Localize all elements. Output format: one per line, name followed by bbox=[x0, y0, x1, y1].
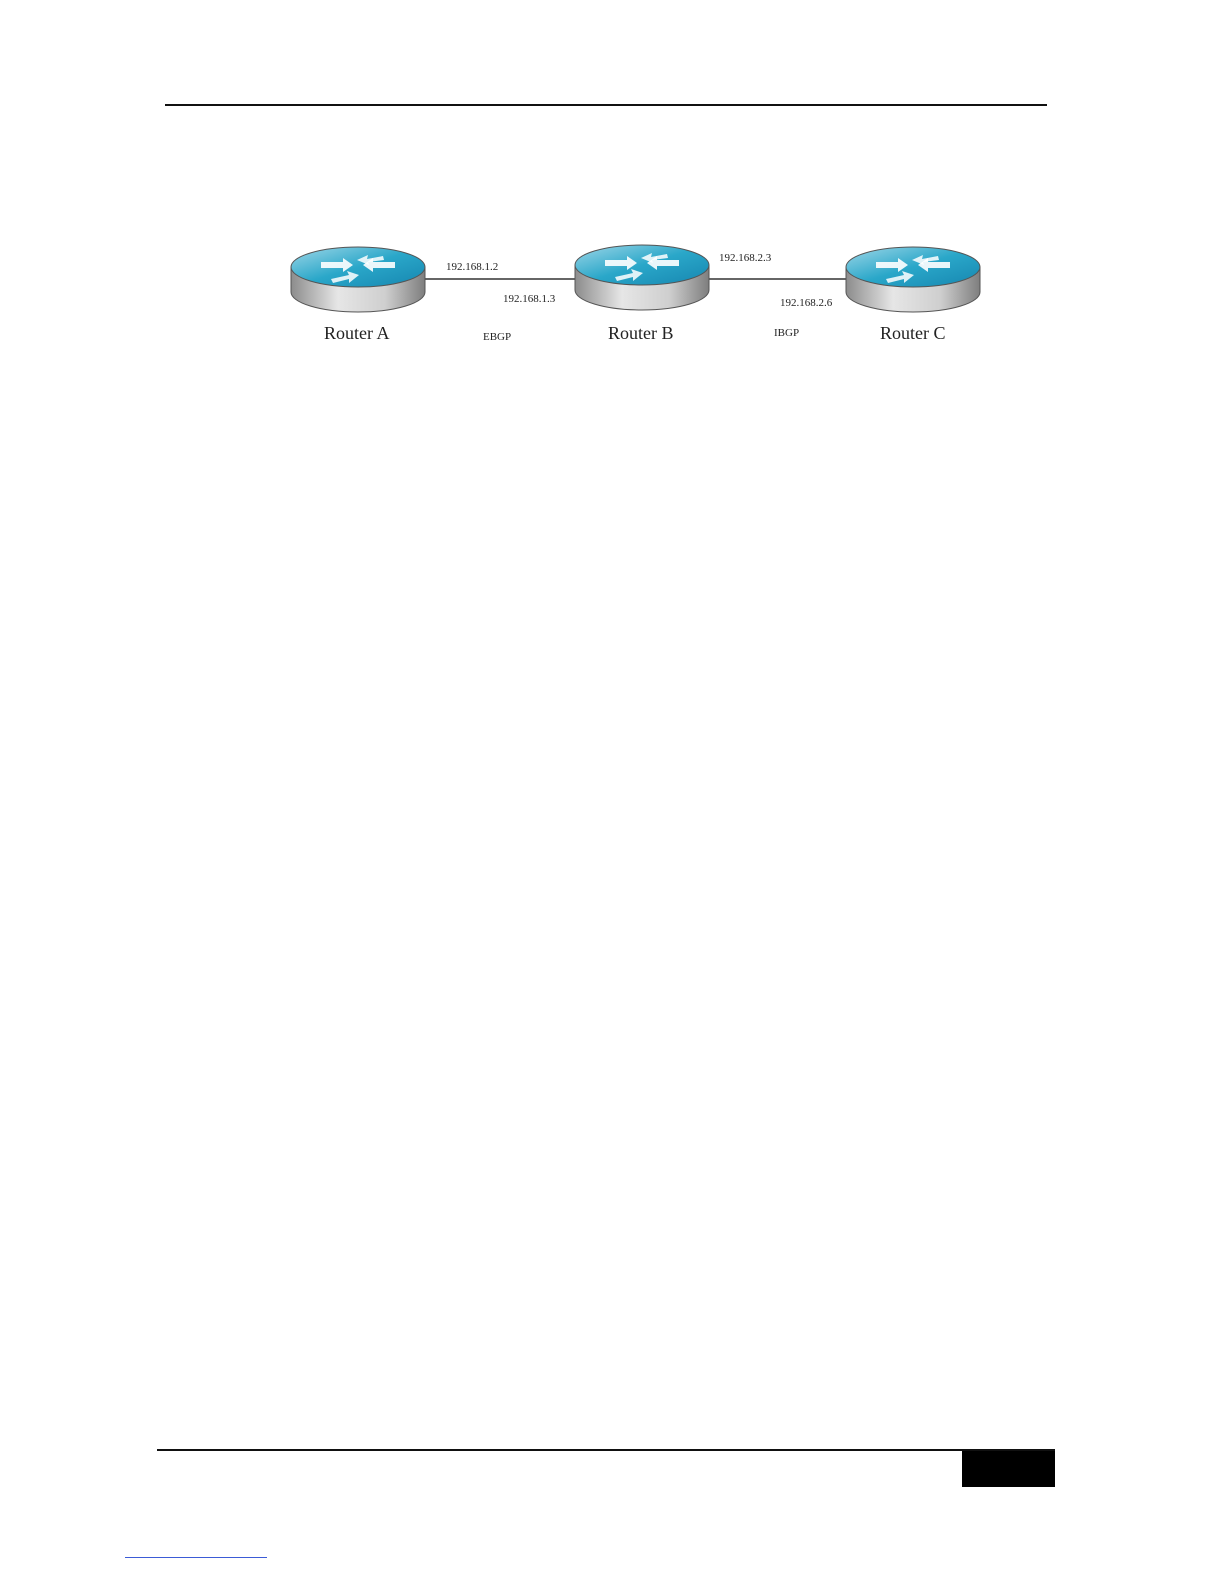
link-type-label: IBGP bbox=[774, 327, 799, 339]
link-type-label: EBGP bbox=[483, 331, 511, 343]
router-a-label: Router A bbox=[324, 323, 390, 344]
router-c-label: Router C bbox=[880, 323, 946, 344]
ip-label: 192.168.2.3 bbox=[719, 252, 771, 264]
ip-label: 192.168.2.6 bbox=[780, 297, 832, 309]
router-b-icon bbox=[575, 245, 709, 310]
ip-label: 192.168.1.2 bbox=[446, 261, 498, 273]
router-a-icon bbox=[291, 247, 425, 312]
bgp-topology-diagram: 192.168.1.2 192.168.1.3 EBGP 192.168.2.3… bbox=[280, 225, 1000, 360]
footer-link[interactable] bbox=[125, 1557, 267, 1558]
footer-rule bbox=[157, 1449, 1055, 1451]
page-number-tab bbox=[962, 1451, 1055, 1487]
ip-label: 192.168.1.3 bbox=[503, 293, 555, 305]
router-c-icon bbox=[846, 247, 980, 312]
router-b-label: Router B bbox=[608, 323, 674, 344]
header-rule bbox=[165, 104, 1047, 106]
